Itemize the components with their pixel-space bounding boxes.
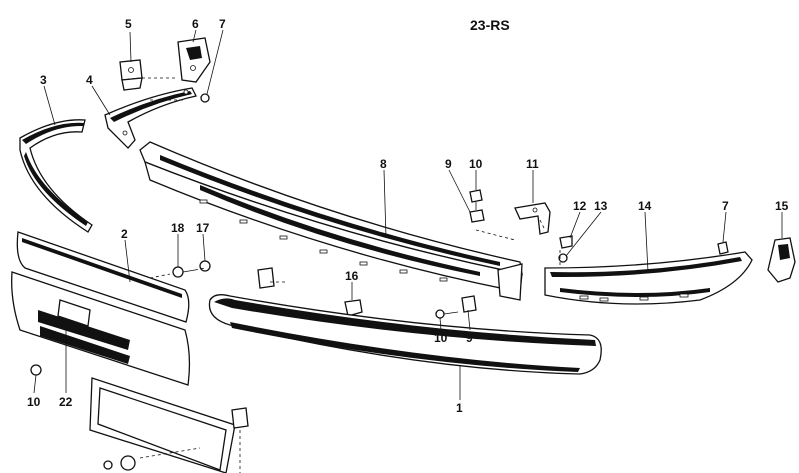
callout-5: 5 (125, 17, 132, 31)
callout-3: 3 (40, 73, 47, 87)
clip-lower (461, 295, 477, 313)
callout-18: 18 (171, 221, 185, 235)
clip-upper (469, 209, 485, 223)
callout-16: 16 (345, 269, 359, 283)
corner-bracket-arm (104, 87, 197, 149)
callout-11: 11 (526, 157, 539, 171)
mounting-bracket (177, 37, 211, 83)
bolt-lower (435, 309, 459, 319)
callout-10-lower: 10 (434, 331, 448, 345)
callout-9-upper: 9 (445, 157, 452, 171)
callout-labels: 5 6 7 3 4 8 9 10 11 12 13 14 7 15 2 18 1… (27, 17, 789, 415)
callout-7-right: 7 (722, 199, 729, 213)
bumper-support-bar (139, 141, 523, 301)
callout-10-upper: 10 (469, 157, 483, 171)
callout-17: 17 (196, 221, 210, 235)
small-bracket (119, 59, 143, 91)
retaining-plate (257, 267, 275, 289)
bolt-upper (469, 189, 483, 210)
end-cap (767, 237, 796, 283)
nut-17 (199, 260, 211, 272)
callout-2: 2 (121, 227, 128, 241)
leader-lines (33, 29, 783, 400)
callout-14: 14 (638, 199, 652, 213)
clip-12 (559, 235, 573, 249)
callout-1: 1 (456, 401, 463, 415)
side-trim-strip (19, 119, 93, 233)
alignment-lines (139, 77, 561, 473)
callout-9-lower: 9 (466, 331, 473, 345)
nut-left (200, 93, 210, 103)
lower-apron-panel (11, 271, 191, 386)
callout-12: 12 (573, 199, 587, 213)
plate-screw (103, 455, 136, 471)
license-plate-bracket (89, 377, 249, 473)
bolt-18 (172, 266, 196, 278)
callout-7-left: 7 (219, 17, 226, 31)
callout-4: 4 (86, 73, 93, 87)
screw-13 (558, 253, 568, 263)
callout-15: 15 (775, 199, 789, 213)
nut-right (717, 241, 729, 255)
callout-10-left: 10 (27, 395, 41, 409)
clip-16 (344, 286, 363, 317)
callout-8: 8 (380, 157, 387, 171)
support-bracket (514, 202, 551, 235)
diagram-code: 23-RS (470, 17, 510, 33)
end-trim-right (544, 251, 753, 305)
upper-grille-panel (16, 231, 190, 323)
main-bumper (208, 294, 602, 375)
callout-22: 22 (59, 395, 73, 409)
screw-left (30, 364, 42, 376)
callout-13: 13 (594, 199, 608, 213)
callout-6: 6 (192, 17, 199, 31)
